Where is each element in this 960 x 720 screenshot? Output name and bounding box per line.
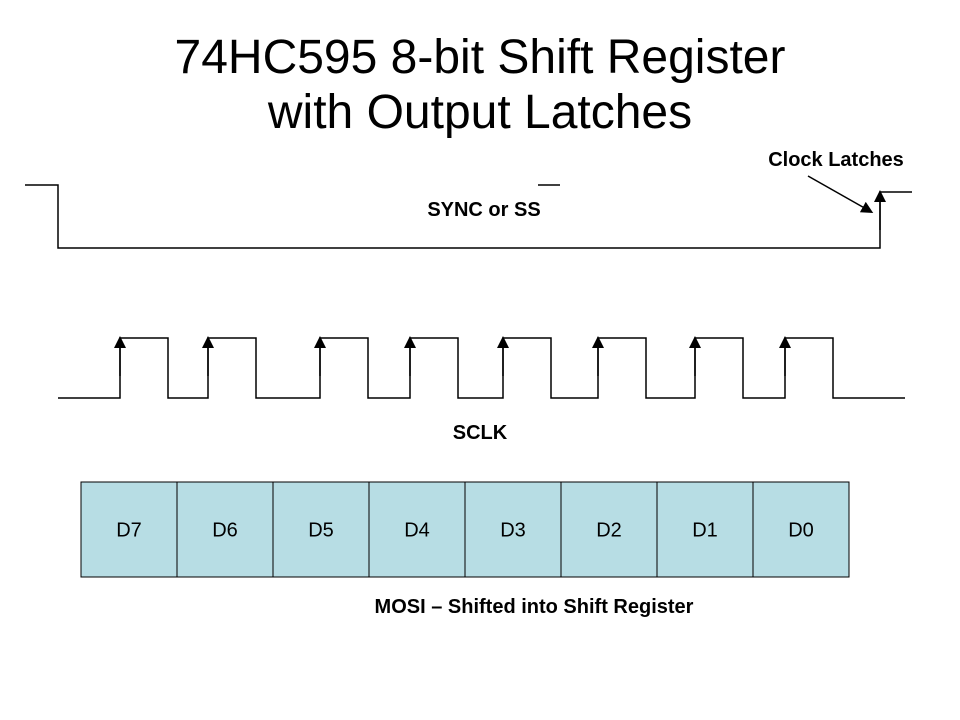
register-cell-box: [80, 481, 178, 578]
register-cell-box: [272, 481, 370, 578]
register-cell-d3: D3: [464, 481, 562, 578]
slide-title: 74HC595 8-bit Shift Register with Output…: [0, 30, 960, 140]
register-cell-d5: D5: [272, 481, 370, 578]
register-cell-d1: D1: [656, 481, 754, 578]
clock-latches-label: Clock Latches: [768, 149, 904, 171]
register-cell-label: D4: [404, 520, 430, 542]
register-cell-box: [752, 481, 850, 578]
clock-latches-pointer: [807, 175, 874, 213]
sclk-waveform: [58, 336, 905, 399]
register-cell-d2: D2: [560, 481, 658, 578]
sclk-label: SCLK: [453, 422, 508, 444]
title-line-1: 74HC595 8-bit Shift Register: [174, 31, 786, 84]
register-cell-d7: D7: [80, 481, 178, 578]
shift-register: D7 D6 D5 D4 D3 D2 D1 D0: [80, 481, 850, 578]
sclk-signal-line: [58, 337, 905, 399]
register-cell-label: D1: [692, 520, 718, 542]
register-cell-label: D3: [500, 520, 526, 542]
register-cell-d6: D6: [176, 481, 274, 578]
register-cell-box: [656, 481, 754, 578]
register-cell-box: [560, 481, 658, 578]
register-cell-d4: D4: [368, 481, 466, 578]
register-cell-label: D6: [212, 520, 238, 542]
register-cell-label: D5: [308, 520, 334, 542]
register-cell-d0: D0: [752, 481, 850, 578]
register-cell-box: [176, 481, 274, 578]
register-cell-label: D7: [116, 520, 142, 542]
sync-label: SYNC or SS: [427, 199, 540, 221]
register-cell-box: [368, 481, 466, 578]
register-cell-label: D2: [596, 520, 622, 542]
sclk-rising-edge-arrows: [114, 336, 791, 376]
register-cell-label: D0: [788, 520, 814, 542]
sync-waveform: [25, 175, 912, 249]
title-line-2: with Output Latches: [267, 86, 693, 139]
mosi-label: MOSI – Shifted into Shift Register: [375, 596, 694, 618]
